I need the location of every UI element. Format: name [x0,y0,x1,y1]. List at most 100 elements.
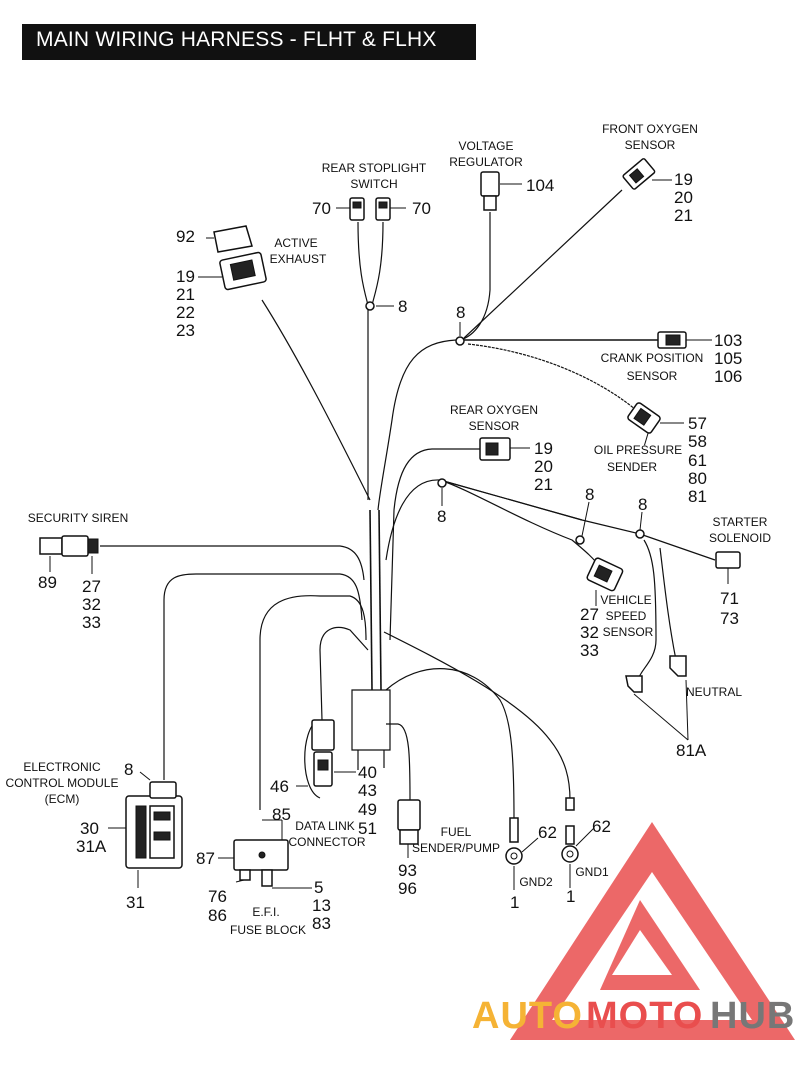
ground-terminals-icon [505,797,595,890]
callout-starter-1: 71 [720,589,739,608]
ecm-connector-icon [108,771,183,888]
label-crank-1: CRANK POSITION [601,351,704,365]
callout-85: 85 [272,805,291,824]
watermark-logo-icon [510,822,795,1040]
label-fuel-1: FUEL [441,825,472,839]
label-security-siren: SECURITY SIREN [28,511,128,525]
label-oil-pressure-2: SENDER [607,460,657,474]
starter-solenoid-terminal-icon [715,551,741,584]
harness-clip-icons [365,301,645,545]
callout-rear-o2-1: 19 [534,439,553,458]
crank-position-sensor-connector-icon [657,331,712,349]
callout-gnd2-62: 62 [538,823,557,842]
callout-gnd1-62: 62 [592,817,611,836]
front-oxygen-sensor-connector-icon [622,158,656,190]
label-vss-1: VEHICLE [600,593,651,607]
callout-oil-4: 80 [688,469,707,488]
callout-neutral: 81A [676,741,707,760]
callout-fuse-83: 83 [312,914,331,933]
label-data-link-2: CONNECTOR [288,835,365,849]
watermark-part-1: AUTO [472,995,583,1037]
label-stoplight-1: REAR STOPLIGHT [322,161,427,175]
label-front-oxygen-2: SENSOR [625,138,676,152]
label-oil-pressure-1: OIL PRESSURE [594,443,682,457]
callout-fuel-96: 96 [398,879,417,898]
vehicle-speed-sensor-connector-icon [586,557,624,592]
callout-clip-ecm: 8 [124,760,133,779]
label-ecm-2: CONTROL MODULE [6,776,119,790]
callout-active-exhaust-4: 23 [176,321,195,340]
title-bar [22,24,476,60]
active-exhaust-connector-icon [198,225,267,291]
callout-vss-2: 32 [580,623,599,642]
fuel-sender-pump-connector-icon [397,799,421,858]
label-starter-1: STARTER [713,515,768,529]
callout-crank-3: 106 [714,367,742,386]
callout-starter-2: 73 [720,609,739,628]
label-active-exhaust-1: ACTIVE [274,236,317,250]
callout-front-o2-3: 21 [674,206,693,225]
callout-ecm-31: 31 [126,893,145,912]
callout-104: 104 [526,176,554,195]
label-neutral: NEUTRAL [686,685,742,699]
label-rear-oxygen-1: REAR OXYGEN [450,403,538,417]
callout-stoplight-left: 70 [312,199,331,218]
callout-siren-89: 89 [38,573,57,592]
callout-vss-1: 27 [580,605,599,624]
callout-oil-3: 61 [688,451,707,470]
harness-wires [100,189,716,821]
callout-data-link-3: 49 [358,800,377,819]
callout-crank-1: 103 [714,331,742,350]
callout-46: 46 [270,777,289,796]
callout-front-o2-2: 20 [674,188,693,207]
callout-87: 87 [196,849,215,868]
voltage-regulator-connector-icon [480,171,522,211]
callout-rear-o2-2: 20 [534,457,553,476]
label-starter-2: SOLENOID [709,531,771,545]
callout-stoplight-right: 70 [412,199,431,218]
label-fuse-block-1: E.F.I. [252,905,279,919]
diagram-title: MAIN WIRING HARNESS - FLHT & FLHX [36,28,437,51]
neutral-switch-connectors-icon [625,655,689,741]
callout-active-exhaust-3: 22 [176,303,195,322]
callout-rear-o2-3: 21 [534,475,553,494]
label-front-oxygen-1: FRONT OXYGEN [602,122,698,136]
callout-76: 76 [208,887,227,906]
callout-data-link-1: 40 [358,763,377,782]
callout-86: 86 [208,906,227,925]
callout-ecm-31a: 31A [76,837,107,856]
label-fuse-block-2: FUSE BLOCK [230,923,306,937]
label-gnd1: GND1 [575,865,609,879]
label-ecm-1: ELECTRONIC [23,760,101,774]
callout-clip-stoplight: 8 [398,297,407,316]
label-crank-2: SENSOR [627,369,678,383]
callout-oil-2: 58 [688,432,707,451]
callout-siren-27: 27 [82,577,101,596]
label-vss-2: SPEED [606,609,647,623]
label-gnd2: GND2 [519,875,553,889]
stoplight-switch-connectors-icon [336,197,406,221]
label-fuel-2: SENDER/PUMP [412,841,500,855]
label-data-link-1: DATA LINK [295,819,355,833]
callout-gnd1-1: 1 [566,887,575,906]
watermark-part-2: MOTO [586,995,703,1037]
callout-oil-1: 57 [688,414,707,433]
callout-gnd2-1: 1 [510,893,519,912]
callout-siren-33: 33 [82,613,101,632]
callout-fuse-5: 5 [314,878,323,897]
callout-clip-right-a: 8 [585,485,594,504]
callout-active-exhaust-2: 21 [176,285,195,304]
component-labels: VOLTAGE REGULATOR FRONT OXYGEN SENSOR RE… [6,122,772,937]
callout-front-o2-1: 19 [674,170,693,189]
callout-data-link-2: 43 [358,781,377,800]
callout-active-exhaust-1: 19 [176,267,195,286]
watermark-part-3: HUB [710,995,795,1037]
callout-clip-right-b: 8 [638,495,647,514]
label-voltage-regulator-2: REGULATOR [449,155,523,169]
rear-oxygen-sensor-connector-icon [479,437,530,461]
efi-fuse-block-icon [218,819,312,889]
security-siren-connector-icon [39,535,99,574]
callout-vss-3: 33 [580,641,599,660]
callout-data-link-4: 51 [358,819,377,838]
